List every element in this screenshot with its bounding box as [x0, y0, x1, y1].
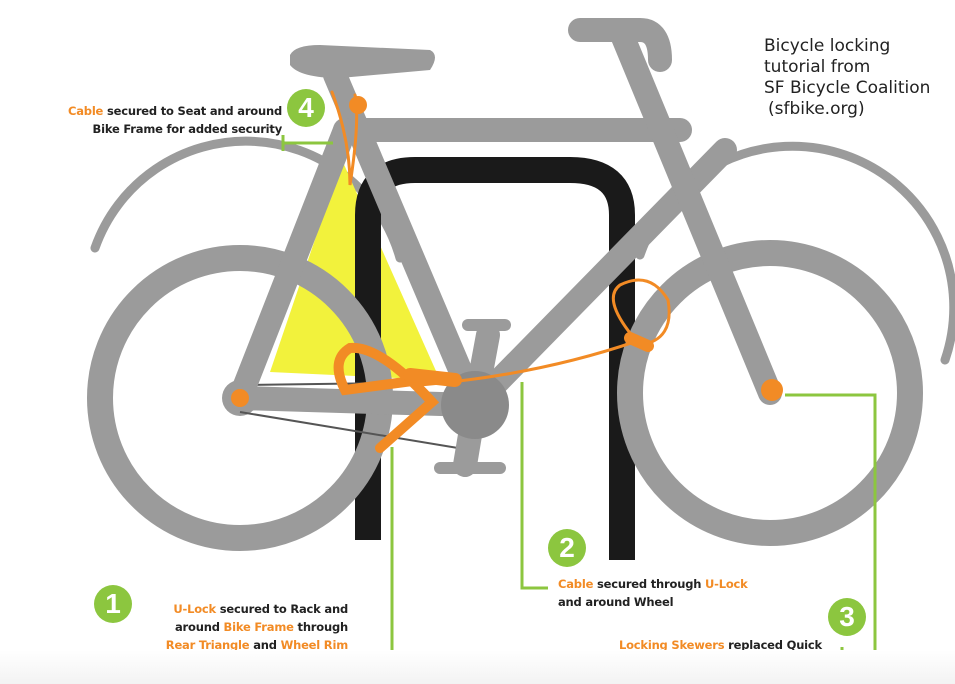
step-1-badge: 1: [94, 585, 132, 623]
caption-text: secured through: [593, 577, 705, 591]
caption-line: and around Wheel: [558, 593, 758, 611]
caption-line: U-Lock secured to Rack and: [138, 600, 348, 618]
caption-text: Bike Frame for added security: [93, 122, 282, 136]
caption-line: Cable secured through U-Lock: [558, 575, 758, 593]
rear-hub-point: [231, 389, 249, 407]
seat: [290, 45, 435, 78]
step-2-badge: 2: [548, 529, 586, 567]
highlight-text: Cable: [558, 577, 593, 591]
step-4-badge: 4: [287, 89, 325, 127]
front-hub-point: [761, 379, 783, 401]
u-lock-bar: [410, 375, 455, 380]
highlight-text: U-Lock: [705, 577, 748, 591]
seat-point: [349, 96, 367, 114]
highlight-text: Bike Frame: [224, 620, 294, 634]
step-3-badge: 3: [828, 598, 866, 636]
cable-lock-body: [630, 338, 648, 346]
credit-line-3: SF Bicycle Coalition: [764, 78, 954, 99]
footer-fade: [0, 650, 955, 684]
caption-text: secured to Seat and around: [103, 104, 282, 118]
highlight-text: U-Lock: [173, 602, 216, 616]
caption-text: secured to Rack and: [216, 602, 348, 616]
credit-text: Bicycle locking tutorial from SF Bicycle…: [764, 36, 954, 120]
credit-line-4: (sfbike.org): [764, 99, 954, 120]
caption-line: around Bike Frame through: [138, 618, 348, 636]
caption-line: Bike Frame for added security: [18, 120, 282, 138]
leader-2: [522, 382, 548, 588]
highlight-text: Cable: [68, 104, 103, 118]
caption-line: Cable secured to Seat and around: [18, 102, 282, 120]
credit-line-2: tutorial from: [764, 57, 954, 78]
credit-line-1: Bicycle locking: [764, 36, 954, 57]
caption-text: through: [294, 620, 348, 634]
caption-text: around: [175, 620, 224, 634]
step-2-caption: Cable secured through U-Lock and around W…: [558, 575, 758, 611]
caption-text: and around Wheel: [558, 595, 673, 609]
